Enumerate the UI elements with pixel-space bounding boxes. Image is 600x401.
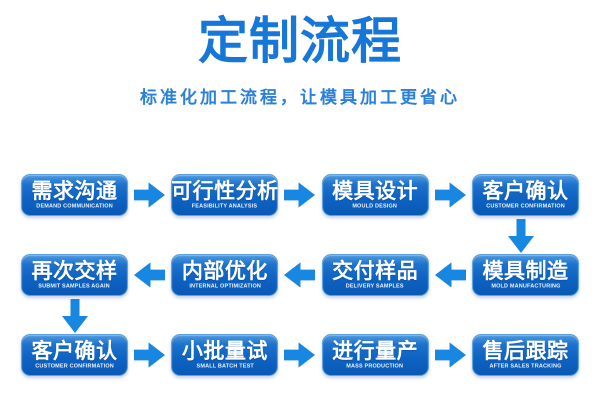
flow-row-2: 再次交样 SUBMIT SAMPLES AGAIN 内部优化 INTERNAL … (0, 254, 600, 296)
flow-connector (278, 342, 321, 368)
arrow-right-icon (134, 342, 166, 368)
flow-step-mould-design: 模具设计 MOULD DESIGN (321, 174, 429, 216)
flow-connector (429, 262, 472, 288)
flow-connector (128, 262, 171, 288)
flow-step-caption: DEMAND COMMUNICATION (36, 203, 113, 210)
flow-step-feasibility-analysis: 可行性分析 FEASIBILITY ANALYSIS (171, 174, 279, 216)
arrow-right-icon (434, 342, 466, 368)
arrow-left-icon (434, 262, 466, 288)
arrow-left-icon (134, 262, 166, 288)
flow-step-caption: FEASIBILITY ANALYSIS (192, 203, 258, 210)
flow-step-after-sales-tracking: 售后跟踪 AFTER SALES TRACKING (471, 334, 579, 376)
flow-connector (278, 262, 321, 288)
flow-step-label: 模具设计 (332, 180, 419, 203)
page-subtitle: 标准化加工流程，让模具加工更省心 (140, 88, 460, 107)
flow-step-caption: MOULD DESIGN (352, 203, 398, 210)
flow-step-label: 客户确认 (482, 180, 569, 203)
flow-step-label: 可行性分析 (171, 180, 279, 203)
flow-step-delivery-samples: 交付样品 DELIVERY SAMPLES (321, 254, 429, 296)
flow-step-caption: DELIVERY SAMPLES (346, 283, 405, 290)
flow-step-small-batch-test: 小批量试 SMALL BATCH TEST (171, 334, 279, 376)
flow-step-internal-optimization: 内部优化 INTERNAL OPTIMIZATION (171, 254, 279, 296)
flow-step-caption: MASS PRODUCTION (346, 363, 404, 370)
flow-step-caption: CUSTOMER CONFIRMATION (486, 203, 565, 210)
flow-step-customer-confirmation-2: 客户确认 CUSTOMER CONFIRMATION (21, 334, 128, 376)
flow-step-caption: CUSTOMER CONFIRMATION (35, 363, 114, 370)
flow-step-caption: MOLD MANUFACTURING (490, 283, 561, 290)
flow-connector (128, 182, 171, 208)
flow-connector (429, 342, 472, 368)
flow-step-label: 小批量试 (181, 340, 268, 363)
arrow-left-icon (284, 262, 316, 288)
flow-connector (429, 182, 472, 208)
arrow-down-icon (62, 299, 88, 333)
flow-step-caption: INTERNAL OPTIMIZATION (188, 283, 261, 290)
flow-connector (278, 182, 321, 208)
flow-step-label: 客户确认 (31, 340, 118, 363)
flow-step-label: 再次交样 (31, 260, 118, 283)
flow-row-1: 需求沟通 DEMAND COMMUNICATION 可行性分析 FEASIBIL… (0, 174, 600, 216)
arrow-down-icon (508, 219, 534, 253)
arrow-right-icon (284, 342, 316, 368)
flow-step-mold-manufacturing: 模具制造 MOLD MANUFACTURING (471, 254, 579, 296)
flow-step-label: 售后跟踪 (482, 340, 569, 363)
flow-step-label: 交付样品 (332, 260, 419, 283)
flow-step-caption: SUBMIT SAMPLES AGAIN (38, 283, 111, 290)
flow-step-mass-production: 进行量产 MASS PRODUCTION (321, 334, 429, 376)
arrow-right-icon (134, 182, 166, 208)
arrow-right-icon (434, 182, 466, 208)
flow-step-caption: SMALL BATCH TEST (196, 363, 254, 370)
flow-row-3: 客户确认 CUSTOMER CONFIRMATION 小批量试 SMALL BA… (0, 334, 600, 376)
flow-step-customer-confirmation-1: 客户确认 CUSTOMER CONFIRMATION (471, 174, 579, 216)
flow-step-label: 模具制造 (482, 260, 569, 283)
flow-step-label: 进行量产 (332, 340, 419, 363)
flow-step-submit-samples-again: 再次交样 SUBMIT SAMPLES AGAIN (21, 254, 128, 296)
flow-step-label: 需求沟通 (31, 180, 118, 203)
page-title: 定制流程 (198, 13, 402, 69)
flow-step-label: 内部优化 (181, 260, 268, 283)
arrow-right-icon (284, 182, 316, 208)
flow-step-demand-communication: 需求沟通 DEMAND COMMUNICATION (21, 174, 128, 216)
flow-connector (128, 342, 171, 368)
flow-step-caption: AFTER SALES TRACKING (489, 363, 562, 370)
header: 定制流程 标准化加工流程，让模具加工更省心 (0, 0, 600, 108)
